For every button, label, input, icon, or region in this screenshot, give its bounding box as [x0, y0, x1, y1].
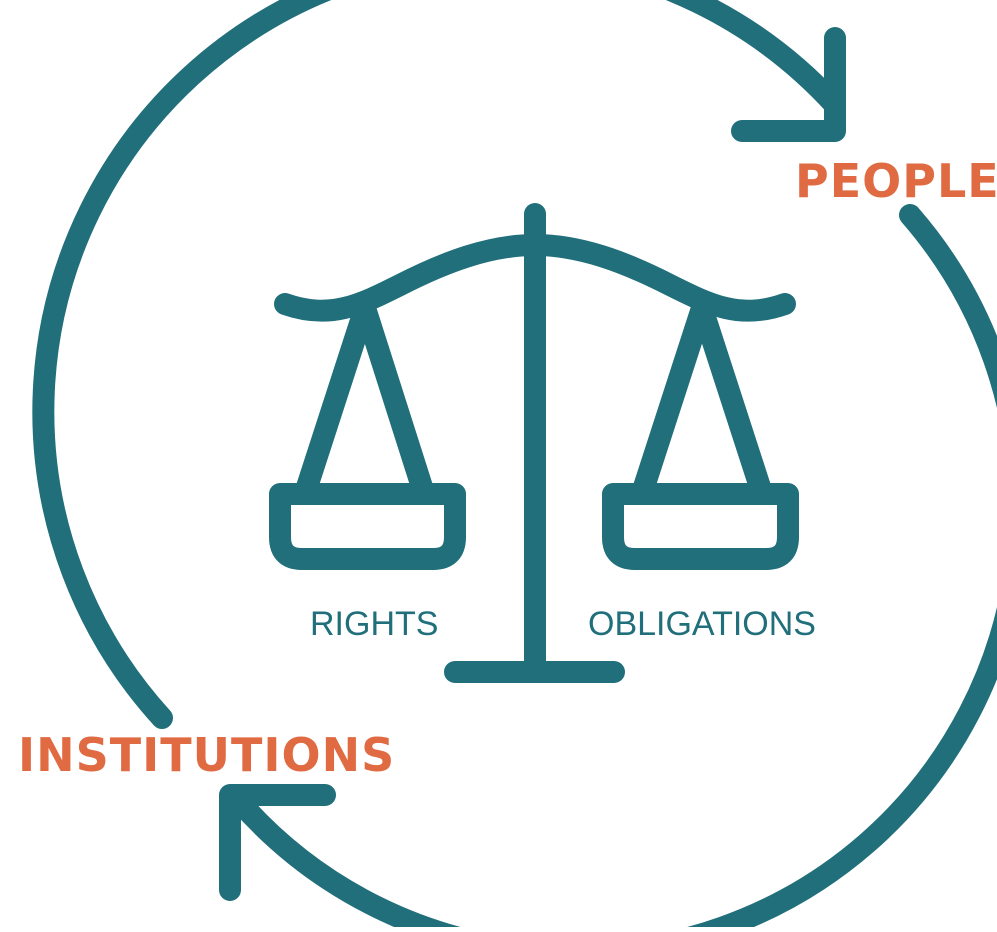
institutions-label: INSTITUTIONS — [18, 728, 396, 782]
left-pan-strings — [296, 297, 433, 498]
right-pan-strings — [633, 297, 771, 498]
balance-scale-icon — [269, 203, 799, 683]
obligations-label: OBLIGATIONS — [588, 605, 816, 643]
left-pan — [269, 483, 466, 570]
cycle-arc-left-icon — [32, 0, 846, 729]
arrowhead-bottom-left-icon — [219, 784, 336, 901]
people-label: PEOPLE — [795, 154, 997, 208]
rights-label: RIGHTS — [310, 605, 439, 643]
cycle-arc-right-icon — [227, 204, 997, 932]
right-pan — [602, 483, 799, 570]
arrowhead-top-right-icon — [731, 27, 846, 142]
